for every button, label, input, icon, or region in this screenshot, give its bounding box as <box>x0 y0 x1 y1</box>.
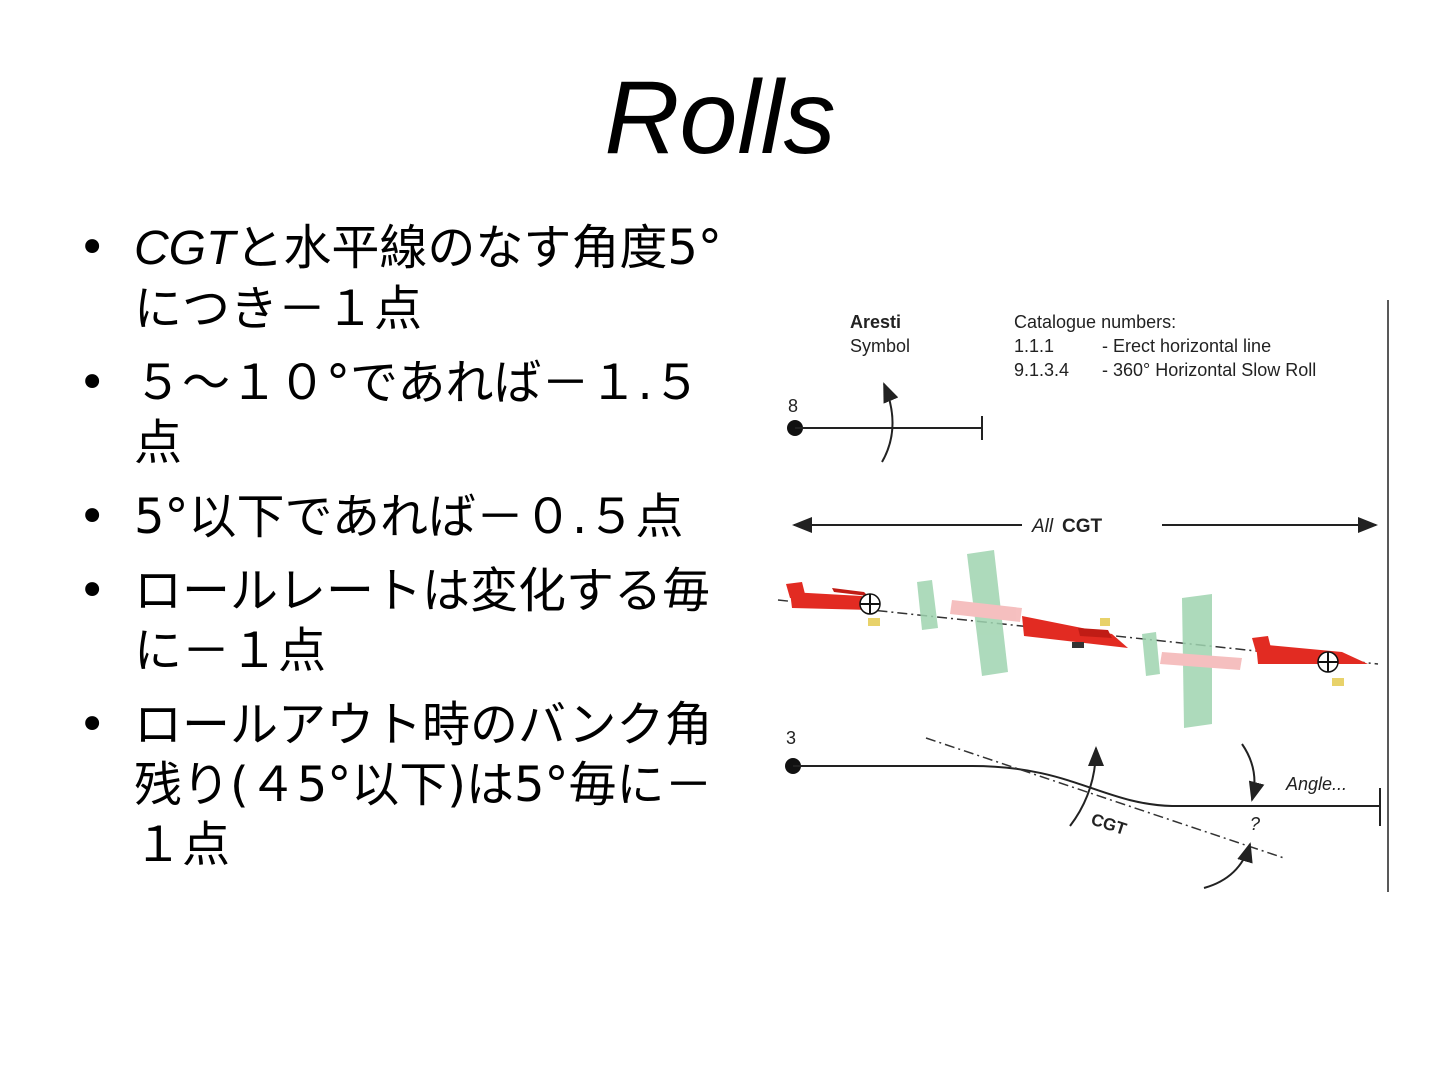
bullet-list: • CGTと水平線のなす角度5°につき－１点 • ５～１０°であれば－１.５点 … <box>70 218 730 889</box>
symbol-label: Symbol <box>850 336 910 356</box>
catalogue-desc: - 360° Horizontal Slow Roll <box>1102 360 1316 380</box>
bullet-dot-icon: • <box>78 220 107 276</box>
question-mark: ? <box>1250 814 1260 834</box>
angle-arrow-icon <box>1241 743 1265 802</box>
cgt-label: CGT <box>1089 810 1130 839</box>
bullet-item: • CGTと水平線のなす角度5°につき－１点 <box>70 218 730 339</box>
bullet-text: ロールレートは変化する毎に－１点 <box>134 563 711 679</box>
bullet-lead-text: CGT <box>134 222 236 275</box>
symbol-number: 8 <box>788 396 798 416</box>
red-plane <box>786 582 881 626</box>
symbol-curve-line <box>793 765 1380 807</box>
slide-title: Rolls <box>604 60 836 176</box>
red-plane <box>1252 636 1368 686</box>
symbol-number: 3 <box>786 728 796 748</box>
bullet-item: • ロールアウト時のバンク角残り(４5°以下)は5°毎に－１点 <box>70 695 730 875</box>
bullet-item: • 5°以下であれば－０.５点 <box>70 487 730 547</box>
bullet-item: • ロールレートは変化する毎に－１点 <box>70 561 730 681</box>
all-cgt-prefix: All <box>1031 516 1054 537</box>
all-cgt-bold: CGT <box>1062 516 1103 537</box>
aresti-label: Aresti <box>850 312 901 332</box>
cgt-arrow-icon <box>1069 746 1104 827</box>
bullet-dot-icon: • <box>78 697 107 753</box>
catalogue-number: 9.1.3.4 <box>1014 360 1069 380</box>
red-plane <box>1022 616 1128 648</box>
bullet-dot-icon: • <box>78 563 107 619</box>
bullet-text: ５～１０°であれば－１.５点 <box>134 355 701 471</box>
bullet-text: ロールアウト時のバンク角残り(４5°以下)は5°毎に－１点 <box>134 697 713 873</box>
bullet-dot-icon: • <box>78 355 107 411</box>
roll-arrow-icon <box>881 382 899 463</box>
ghost-plane <box>917 550 1022 676</box>
bullet-dot-icon: • <box>78 489 107 545</box>
bullet-text: 5°以下であれば－０.５点 <box>134 489 684 545</box>
bullet-item: • ５～１０°であれば－１.５点 <box>70 353 730 473</box>
catalogue-desc: - Erect horizontal line <box>1102 336 1271 356</box>
cgt-line <box>925 737 1285 859</box>
question-arrow-icon <box>1203 842 1253 889</box>
roll-diagram: Aresti Symbol Catalogue numbers: 1.1.1 -… <box>772 292 1392 904</box>
bullet-text: と水平線のなす角度5°につき－１点 <box>134 220 722 337</box>
catalogue-header: Catalogue numbers: <box>1014 312 1176 332</box>
catalogue-number: 1.1.1 <box>1014 336 1054 356</box>
angle-label: Angle... <box>1285 774 1347 794</box>
ghost-plane <box>1142 594 1242 728</box>
